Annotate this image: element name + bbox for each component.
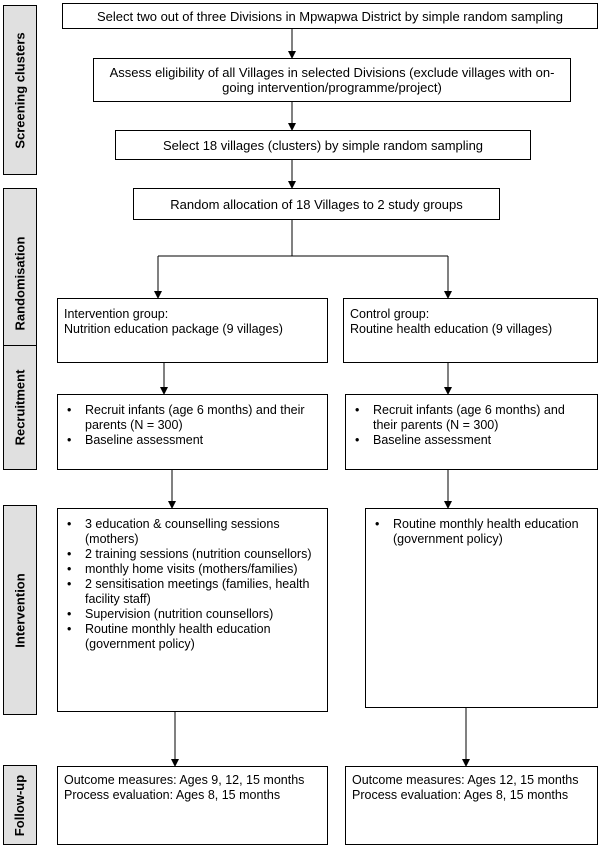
control-group-title: Control group: [350,307,430,321]
control-group-box: Control group: Routine health education … [343,298,598,363]
intervention-group-desc: Nutrition education package (9 villages) [64,322,283,336]
intervention-recruit-item: Recruit infants (age 6 months) and their… [60,403,321,433]
activity-item: monthly home visits (mothers/families) [60,562,321,577]
screening-step1-box: Select two out of three Divisions in Mpw… [62,3,598,29]
control-followup-box: Outcome measures: Ages 12, 15 months Pro… [345,766,598,845]
phase-label-intervention: Intervention [3,505,37,715]
control-activities-box: Routine monthly health education (govern… [365,508,598,708]
control-outcome-text: Outcome measures: Ages 12, 15 months [352,773,579,787]
screening-step3-box: Select 18 villages (clusters) by simple … [115,130,531,160]
screening-step2-text: Assess eligibility of all Villages in se… [109,65,555,95]
control-recruit-item: Recruit infants (age 6 months) and their… [348,403,591,433]
randomisation-box: Random allocation of 18 Villages to 2 st… [133,188,500,220]
intervention-outcome-text: Outcome measures: Ages 9, 12, 15 months [64,773,305,787]
intervention-process-text: Process evaluation: Ages 8, 15 months [64,788,281,802]
activity-item: Supervision (nutrition counsellors) [60,607,321,622]
control-group-desc: Routine health education (9 villages) [350,322,553,336]
phase-label-followup: Follow-up [3,765,37,845]
activity-item: 3 education & counselling sessions (moth… [60,517,321,547]
phase-label-screening: Screening clusters [3,5,37,175]
intervention-activities-box: 3 education & counselling sessions (moth… [57,508,328,712]
activity-item: Routine monthly health education (govern… [60,622,321,652]
intervention-recruitment-box: Recruit infants (age 6 months) and their… [57,394,328,470]
screening-step1-text: Select two out of three Divisions in Mpw… [96,8,564,24]
control-baseline-item: Baseline assessment [348,433,591,448]
randomisation-text: Random allocation of 18 Villages to 2 st… [170,196,463,212]
intervention-baseline-item: Baseline assessment [60,433,321,448]
intervention-followup-box: Outcome measures: Ages 9, 12, 15 months … [57,766,328,845]
phase-label-recruitment: Recruitment [3,345,37,470]
control-process-text: Process evaluation: Ages 8, 15 months [352,788,569,802]
activity-item: Routine monthly health education (govern… [368,517,591,547]
activity-item: 2 training sessions (nutrition counsello… [60,547,321,562]
screening-step2-box: Assess eligibility of all Villages in se… [93,58,571,102]
control-recruitment-box: Recruit infants (age 6 months) and their… [345,394,598,470]
activity-item: 2 sensitisation meetings (families, heal… [60,577,321,607]
screening-step3-text: Select 18 villages (clusters) by simple … [162,137,484,153]
intervention-group-title: Intervention group: [64,307,169,321]
intervention-group-box: Intervention group: Nutrition education … [57,298,328,363]
